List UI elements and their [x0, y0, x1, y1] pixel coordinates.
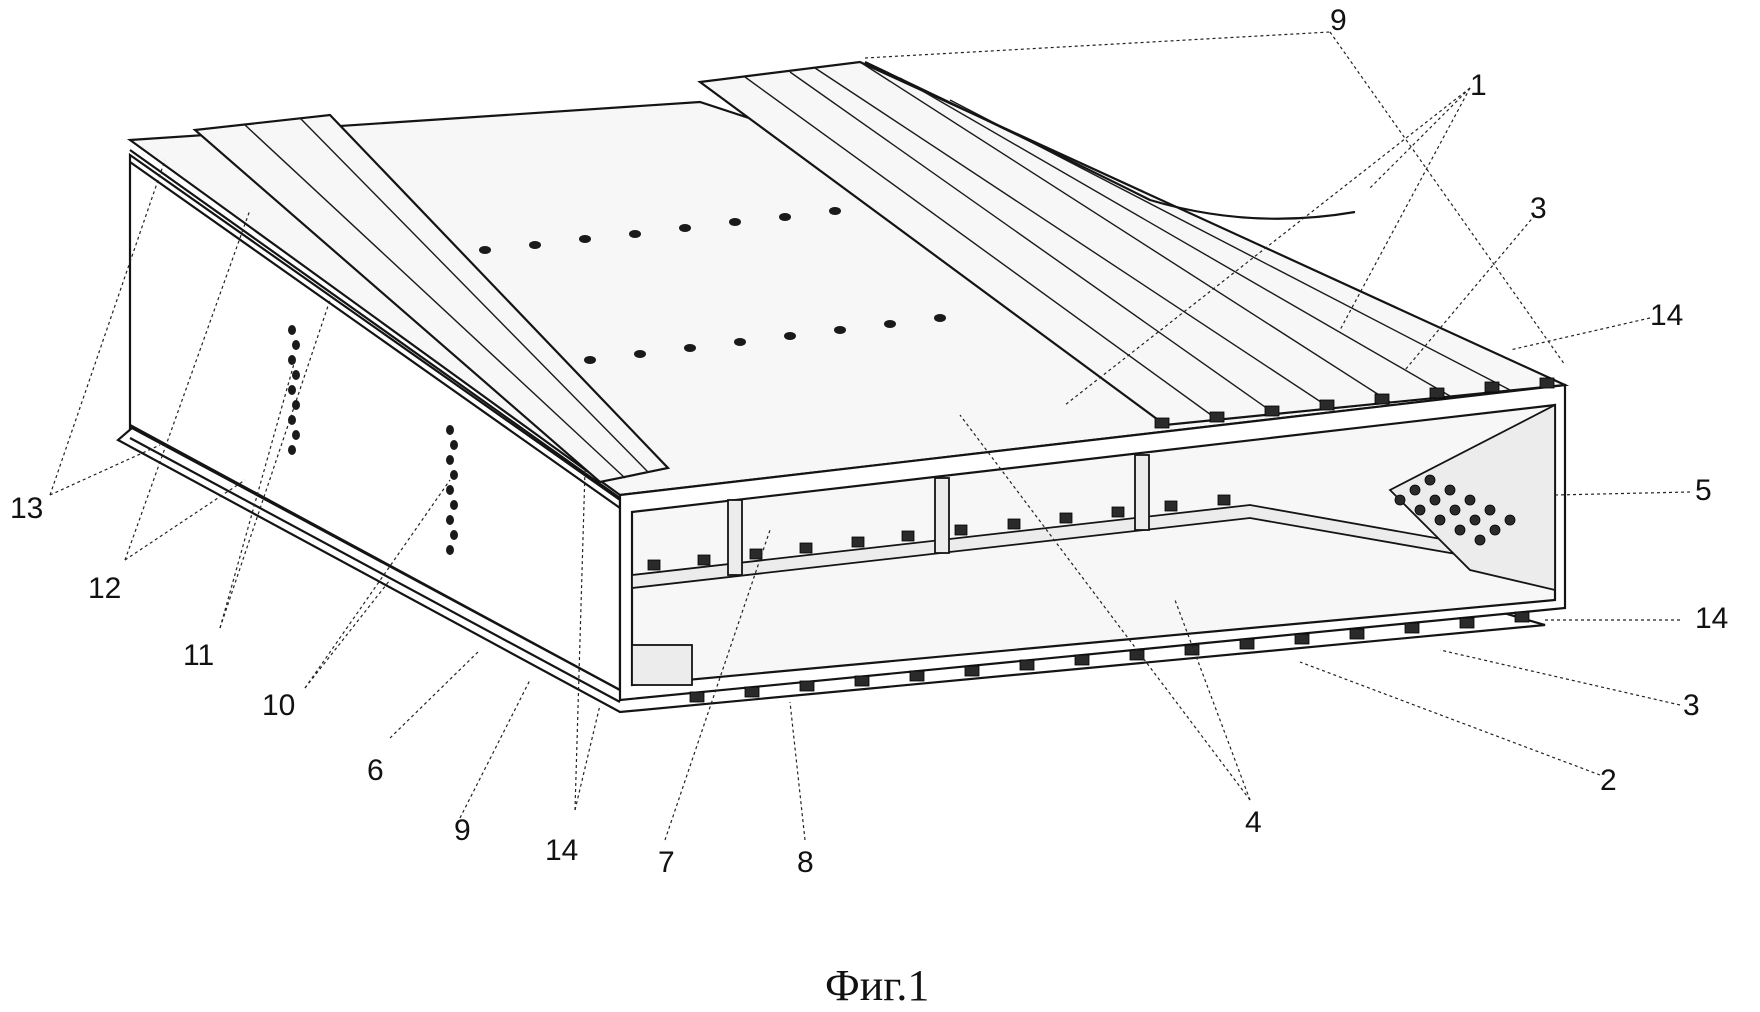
top-strip-seam-3	[814, 67, 1331, 409]
bolt-cluster-diaphragm	[1394, 474, 1516, 546]
callout-6: 6	[367, 754, 384, 787]
callout-7: 7	[658, 846, 675, 879]
figure-caption: Фиг.1	[825, 961, 929, 1010]
bolt-row-inner-plate	[647, 494, 1231, 571]
callout-3-right: 3	[1683, 689, 1700, 722]
callout-11: 11	[183, 639, 214, 672]
top-cut-curve	[864, 61, 1356, 220]
top-strip-seam-1	[744, 76, 1219, 421]
left-top-flange-line	[129, 149, 621, 499]
bolt-row-bottom-flange	[689, 611, 1530, 703]
callout-5: 5	[1695, 474, 1712, 507]
left-bottom-flange-line-2	[129, 437, 621, 703]
top-strip-seam-5	[899, 77, 1451, 397]
corner-gusset	[631, 644, 693, 686]
leader-lines	[49, 31, 1691, 841]
inner-cavity	[630, 403, 1557, 687]
left-top-flange-line-2	[129, 161, 621, 509]
callout-10: 10	[262, 689, 295, 722]
callout-14-bottom: 14	[545, 834, 578, 867]
callout-8: 8	[797, 846, 814, 879]
left-strip-seam-2	[299, 117, 649, 473]
rib-stiffener-2	[934, 477, 950, 554]
callout-14-right-low: 14	[1695, 602, 1728, 635]
callout-4: 4	[1245, 806, 1262, 839]
top-strip-seam-2	[789, 71, 1276, 415]
top-strip-seam-4	[859, 61, 1391, 403]
callout-9-top: 9	[1330, 4, 1347, 37]
callout-2: 2	[1600, 764, 1617, 797]
callout-9-bottom: 9	[454, 814, 471, 847]
callout-13: 13	[10, 492, 43, 525]
top-strip-group-right	[697, 60, 1570, 427]
callout-12: 12	[88, 572, 121, 605]
callout-14-right: 14	[1650, 299, 1683, 332]
left-strip-seam-1	[244, 124, 626, 479]
callout-1: 1	[1470, 69, 1487, 102]
rib-stiffener-3	[1134, 454, 1150, 531]
deck-hole-rows	[479, 207, 946, 364]
bolt-row-top-strips	[1154, 377, 1555, 429]
rib-stiffener-1	[727, 499, 743, 576]
side-hole-columns	[288, 325, 458, 555]
callout-3-top: 3	[1530, 192, 1547, 225]
left-bottom-flange-line	[129, 424, 621, 691]
